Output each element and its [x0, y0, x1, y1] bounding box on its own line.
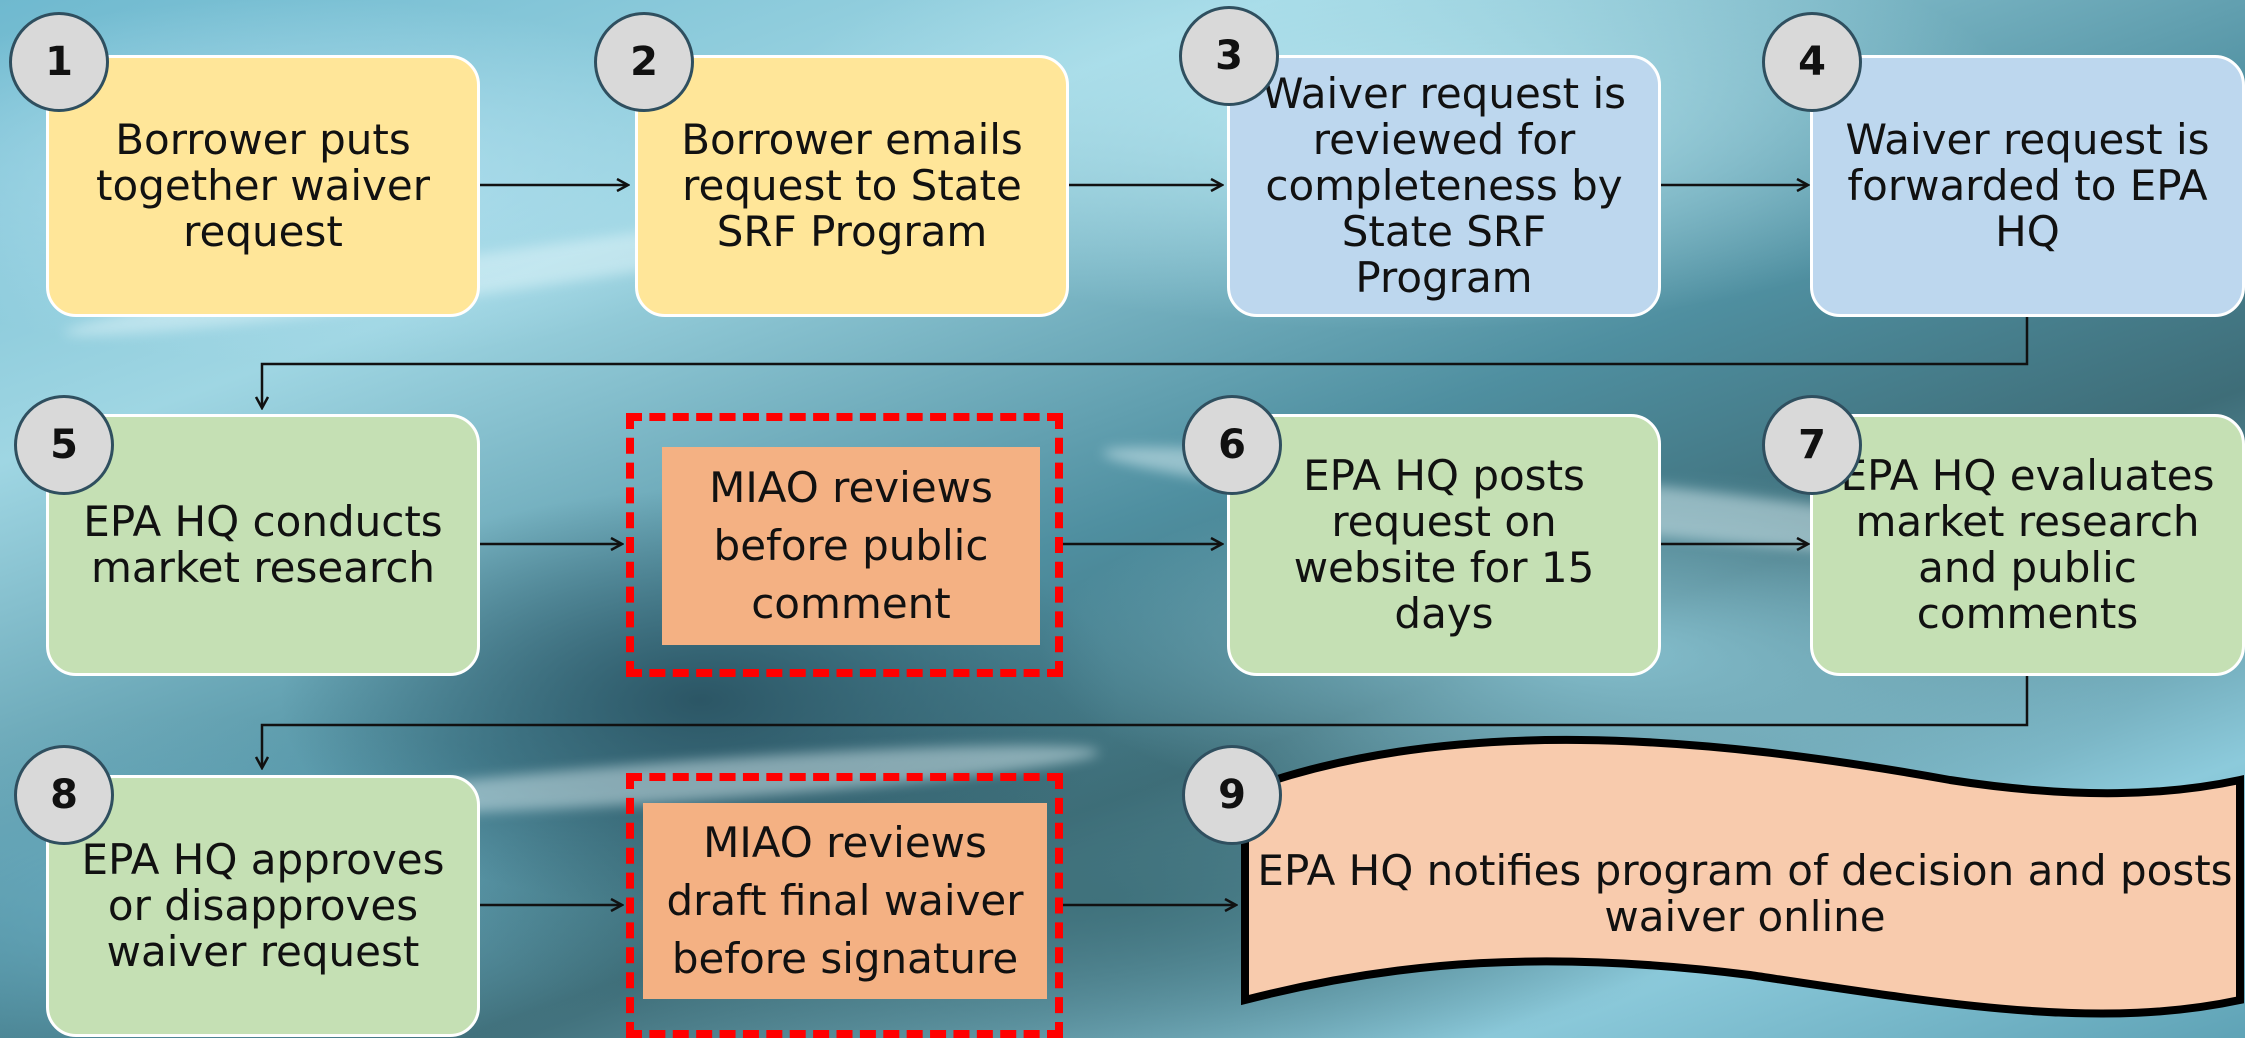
step-2-text: Borrower emails request to State SRF Pro… — [681, 115, 1023, 256]
step-8-text: EPA HQ approves or disapproves waiver re… — [81, 835, 445, 976]
step-8-box: EPA HQ approves or disapproves waiver re… — [46, 775, 480, 1037]
step-7-text: EPA HQ evaluates market research and pub… — [1840, 451, 2215, 638]
miao-review-1-dashed-outline — [626, 413, 1063, 677]
miao-review-2-box: MIAO reviews draft final waiver before s… — [643, 803, 1047, 999]
step-3-box: Waiver request is reviewed for completen… — [1227, 55, 1661, 317]
step-5-text: EPA HQ conducts market research — [83, 497, 443, 592]
step-5-number: 5 — [14, 395, 114, 495]
arrow-4-5 — [262, 316, 2029, 408]
miao-review-2-dashed-outline — [626, 773, 1063, 1038]
step-9-text: EPA HQ notifies program of decision and … — [1257, 846, 2233, 941]
step-5-box: EPA HQ conducts market research — [46, 414, 480, 676]
step-1-box: Borrower puts together waiver request — [46, 55, 480, 317]
step-7-box: EPA HQ evaluates market research and pub… — [1810, 414, 2245, 676]
step-4-text: Waiver request is forwarded to EPA HQ — [1845, 115, 2210, 256]
step-8-number: 8 — [14, 745, 114, 845]
miao-review-1-box: MIAO reviews before public comment — [662, 447, 1040, 645]
arrow-7-8 — [262, 676, 2029, 768]
miao-review-1-text: MIAO reviews before public comment — [709, 463, 993, 628]
step-9-number: 9 — [1182, 745, 1282, 845]
miao-review-2-text: MIAO reviews draft final waiver before s… — [666, 818, 1024, 983]
step-6-box: EPA HQ posts request on website for 15 d… — [1227, 414, 1661, 676]
step-2-number: 2 — [594, 12, 694, 112]
step-2-box: Borrower emails request to State SRF Pro… — [635, 55, 1069, 317]
step-3-number: 3 — [1179, 6, 1279, 106]
step-4-number: 4 — [1762, 12, 1862, 112]
step-9-banner — [1241, 735, 2244, 1018]
step-1-number: 1 — [9, 12, 109, 112]
step-3-text: Waiver request is reviewed for completen… — [1261, 69, 1627, 302]
step-4-box: Waiver request is forwarded to EPA HQ — [1810, 55, 2245, 317]
step-7-number: 7 — [1762, 395, 1862, 495]
step-6-number: 6 — [1182, 395, 1282, 495]
step-1-text: Borrower puts together waiver request — [96, 115, 430, 256]
step-6-text: EPA HQ posts request on website for 15 d… — [1293, 451, 1595, 638]
